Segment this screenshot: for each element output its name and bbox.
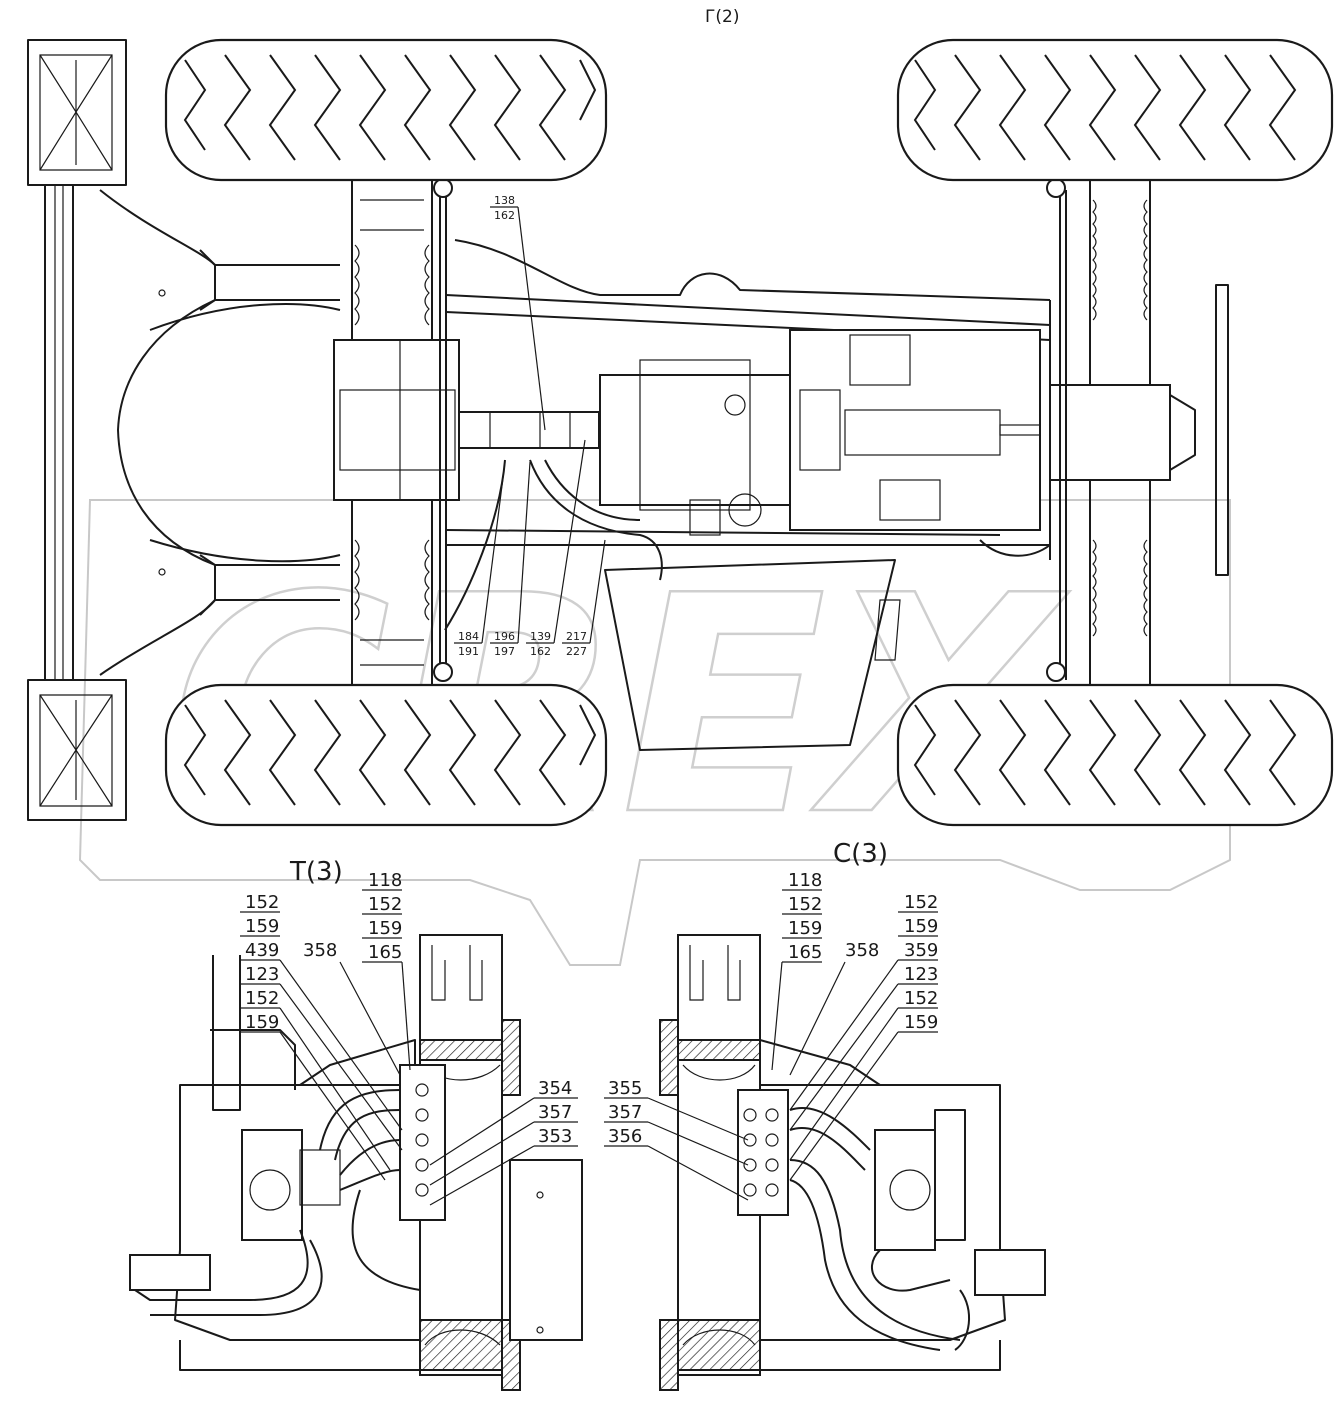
callout-139: 139 bbox=[530, 630, 551, 643]
callout-184-191: 184 191 bbox=[454, 461, 506, 658]
detail-view-right: С(3) 118 bbox=[604, 839, 1046, 1391]
tire-rear-right bbox=[896, 683, 1334, 827]
top-view: Г(2) bbox=[27, 7, 1334, 827]
label-118: 118 bbox=[368, 870, 402, 891]
label-353: 353 bbox=[538, 1126, 572, 1147]
label-356: 356 bbox=[608, 1126, 642, 1147]
label-152-r3: 152 bbox=[904, 988, 938, 1009]
label-123-r: 123 bbox=[904, 964, 938, 985]
stack-right-b: 152 159 359 123 152 159 bbox=[789, 892, 938, 1181]
stack-right-a: 118 152 159 165 bbox=[771, 870, 822, 1071]
label-359: 359 bbox=[904, 940, 938, 961]
label-357-r: 357 bbox=[608, 1102, 642, 1123]
view-label-right: С(3) bbox=[833, 839, 888, 869]
engine-assembly bbox=[599, 329, 1041, 536]
label-152-b: 152 bbox=[245, 988, 279, 1009]
callout-196: 196 bbox=[494, 630, 515, 643]
detail-view-left: Т(3) bbox=[129, 857, 583, 1391]
label-152-r2: 152 bbox=[904, 892, 938, 913]
label-358-right: 358 bbox=[789, 940, 879, 1076]
label-152-c: 152 bbox=[368, 894, 402, 915]
callout-139-162: 139 162 bbox=[526, 439, 586, 658]
label-159-b: 159 bbox=[245, 1012, 279, 1033]
view-label-top: Г(2) bbox=[705, 7, 739, 27]
callout-191: 191 bbox=[458, 645, 479, 658]
callout-227: 227 bbox=[566, 645, 587, 658]
callout-138-162: 138 162 bbox=[490, 194, 546, 431]
callout-138: 138 bbox=[494, 194, 515, 207]
label-152-r: 152 bbox=[788, 894, 822, 915]
label-123: 123 bbox=[245, 964, 279, 985]
stack-left-c: 354 357 353 bbox=[429, 1078, 578, 1206]
label-358-r: 358 bbox=[845, 940, 879, 961]
stack-left-a: 152 159 439 123 152 159 bbox=[240, 892, 403, 1181]
rear-frame bbox=[99, 189, 341, 676]
label-152: 152 bbox=[245, 892, 279, 913]
callout-184: 184 bbox=[458, 630, 479, 643]
label-159-c: 159 bbox=[368, 918, 402, 939]
stack-left-b: 118 152 159 165 bbox=[362, 870, 411, 1071]
callout-217: 217 bbox=[566, 630, 587, 643]
label-358-left: 358 bbox=[303, 940, 401, 1076]
label-355: 355 bbox=[608, 1078, 642, 1099]
label-159-r3: 159 bbox=[904, 1012, 938, 1033]
label-165: 165 bbox=[368, 942, 402, 963]
callout-162-a: 162 bbox=[494, 209, 515, 222]
label-159-r: 159 bbox=[788, 918, 822, 939]
view-label-left: Т(3) bbox=[289, 857, 343, 887]
label-159: 159 bbox=[245, 916, 279, 937]
stack-right-c: 355 357 356 bbox=[604, 1078, 749, 1201]
callout-217-227: 217 227 bbox=[562, 539, 606, 658]
step-plate bbox=[604, 559, 901, 751]
label-354: 354 bbox=[538, 1078, 572, 1099]
tire-front-right bbox=[164, 683, 608, 827]
rear-bumper bbox=[27, 39, 127, 821]
label-357: 357 bbox=[538, 1102, 572, 1123]
label-118-r: 118 bbox=[788, 870, 822, 891]
tire-rear-left bbox=[896, 38, 1334, 182]
drive-line bbox=[458, 411, 600, 449]
label-159-r2: 159 bbox=[904, 916, 938, 937]
rear-axle bbox=[1046, 178, 1229, 686]
callout-162-b: 162 bbox=[530, 645, 551, 658]
tire-front-left bbox=[164, 38, 608, 182]
label-439: 439 bbox=[245, 940, 279, 961]
callout-197: 197 bbox=[494, 645, 515, 658]
callout-196-197: 196 197 bbox=[490, 461, 531, 658]
label-165-r: 165 bbox=[788, 942, 822, 963]
label-358: 358 bbox=[303, 940, 337, 961]
